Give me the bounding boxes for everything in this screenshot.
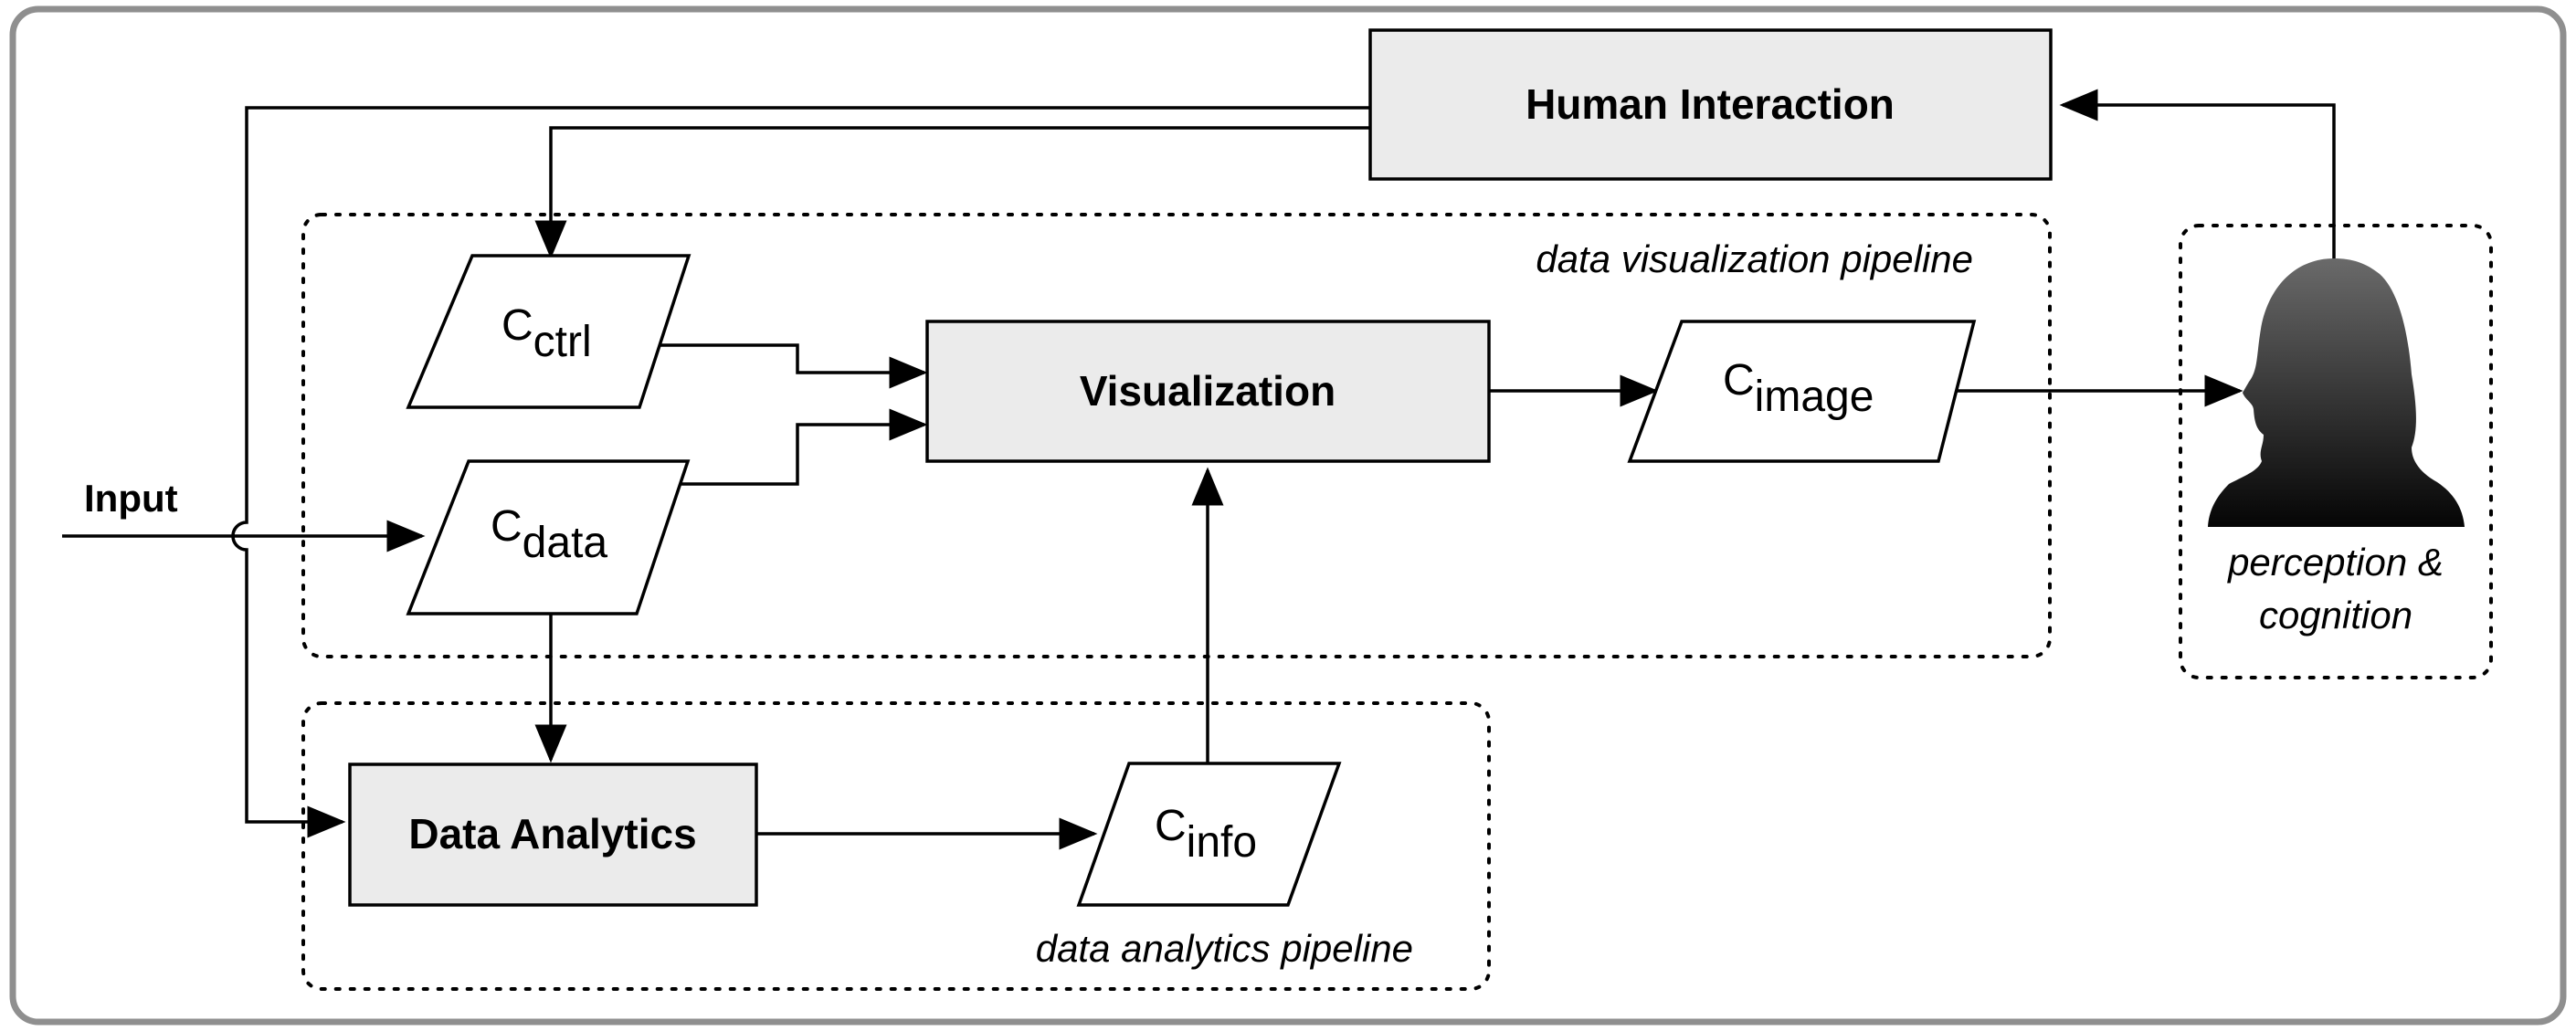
perception-label-line2: cognition	[2259, 594, 2412, 636]
human-interaction-node: Human Interaction	[1368, 28, 2053, 181]
c-ctrl-node: Cctrl	[406, 254, 692, 409]
edge-cdata-to-visualization	[681, 408, 928, 486]
edge-human-to-cctrl	[534, 126, 1370, 259]
visualization-label: Visualization	[1080, 367, 1336, 415]
c-data-base: C	[491, 502, 523, 551]
vis-pipeline-region	[301, 213, 2052, 658]
c-image-sub: image	[1755, 373, 1874, 421]
perception-label-line1: perception &	[2226, 541, 2444, 584]
svg-text:Cdata: Cdata	[491, 502, 607, 567]
analytics-pipeline-region	[301, 701, 1491, 991]
perception-region	[2179, 224, 2493, 679]
c-info-node: Cinfo	[1076, 762, 1342, 907]
c-info-base: C	[1155, 802, 1187, 850]
data-analytics-node: Data Analytics	[348, 763, 758, 907]
c-ctrl-sub: ctrl	[533, 318, 592, 366]
svg-text:Cinfo: Cinfo	[1155, 802, 1257, 867]
analytics-pipeline-label: data analytics pipeline	[1036, 927, 1413, 970]
human-interaction-label: Human Interaction	[1526, 80, 1895, 128]
c-image-base: C	[1723, 356, 1755, 405]
c-info-sub: info	[1187, 818, 1257, 867]
data-analytics-label: Data Analytics	[408, 810, 696, 857]
input-label: Input	[84, 477, 178, 520]
c-data-sub: data	[523, 519, 608, 567]
c-ctrl-base: C	[501, 301, 533, 350]
vis-pipeline-label: data visualization pipeline	[1536, 237, 1973, 280]
edge-person-to-human	[2059, 89, 2336, 260]
svg-text:Cctrl: Cctrl	[501, 301, 592, 366]
edge-cctrl-to-visualization	[658, 343, 928, 389]
person-silhouette-icon	[2208, 258, 2465, 527]
visualization-node: Visualization	[925, 320, 1491, 463]
c-data-node: Cdata	[406, 459, 691, 615]
svg-text:Cimage: Cimage	[1723, 356, 1874, 421]
c-image-node: Cimage	[1627, 320, 1977, 463]
